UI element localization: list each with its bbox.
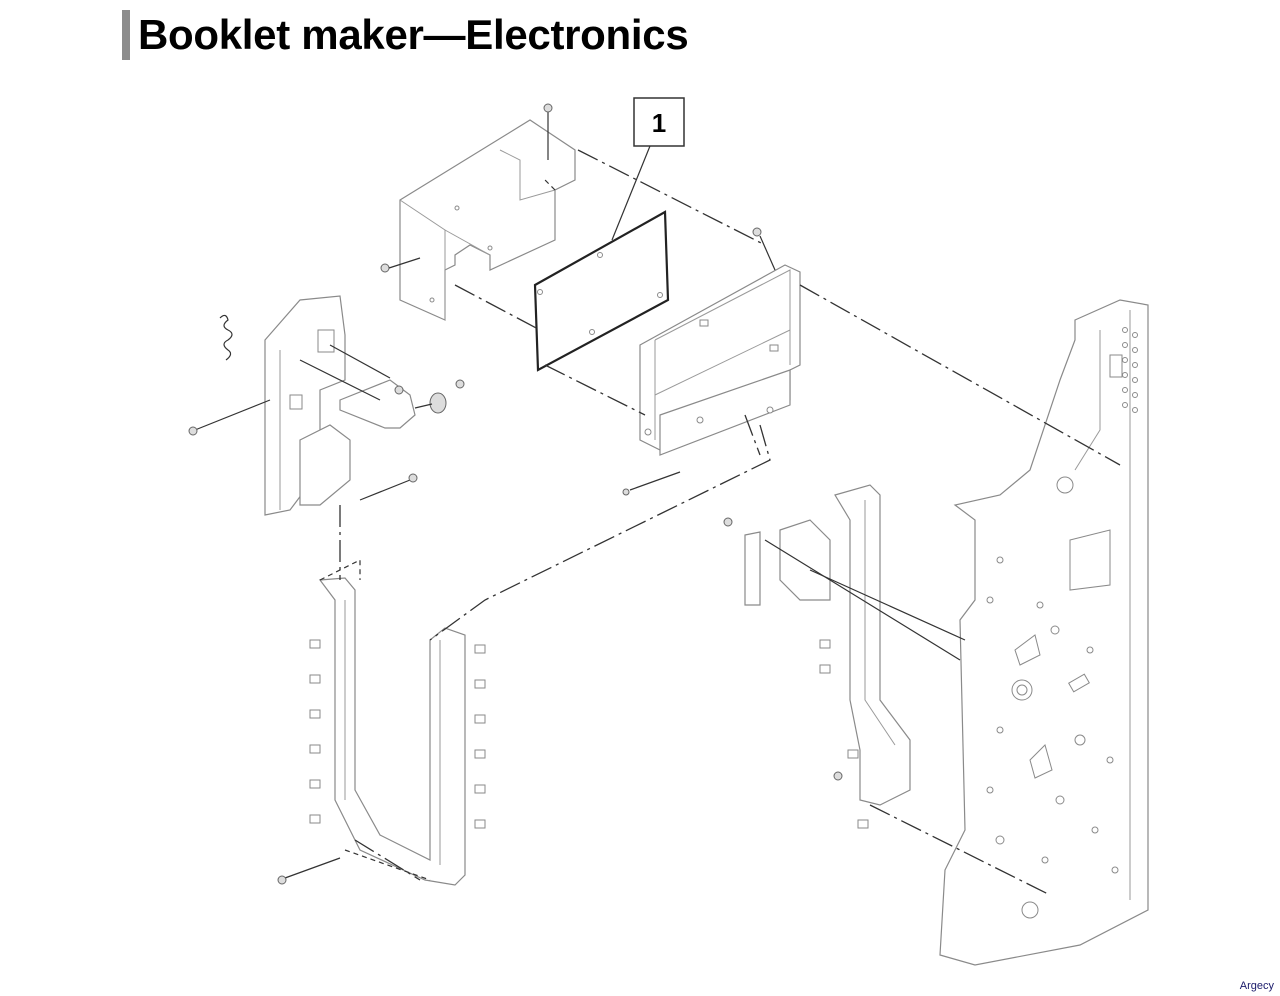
shaft-pins [188, 379, 465, 501]
upper-cover-bracket [399, 119, 576, 321]
page-title-block: Booklet maker—Electronics [122, 10, 689, 60]
left-hinge-frame [264, 295, 351, 516]
hinge-spring [219, 314, 233, 361]
frame-vent-holes [1122, 327, 1138, 413]
title-accent-bar [122, 10, 130, 60]
main-side-frame [939, 299, 1149, 966]
left-cable-guide [277, 577, 486, 886]
cable-clips-right [819, 639, 869, 829]
cable-clips-left [309, 639, 486, 829]
watermark: Argecy [1239, 980, 1274, 992]
roller [414, 392, 447, 414]
assembly-lines [319, 149, 1121, 896]
screw-left-cover [380, 257, 421, 273]
callout-1-box [633, 97, 685, 147]
board-housing [639, 264, 801, 456]
callout-1-label: 1 [652, 108, 666, 138]
screw-housing [752, 227, 776, 271]
page-title: Booklet maker—Electronics [138, 11, 689, 58]
callout-1-leader-line [611, 145, 651, 241]
right-cable-guide [723, 484, 911, 829]
screw-top [543, 103, 553, 160]
callout-1: 1 [611, 97, 685, 241]
controller-board [533, 210, 670, 372]
